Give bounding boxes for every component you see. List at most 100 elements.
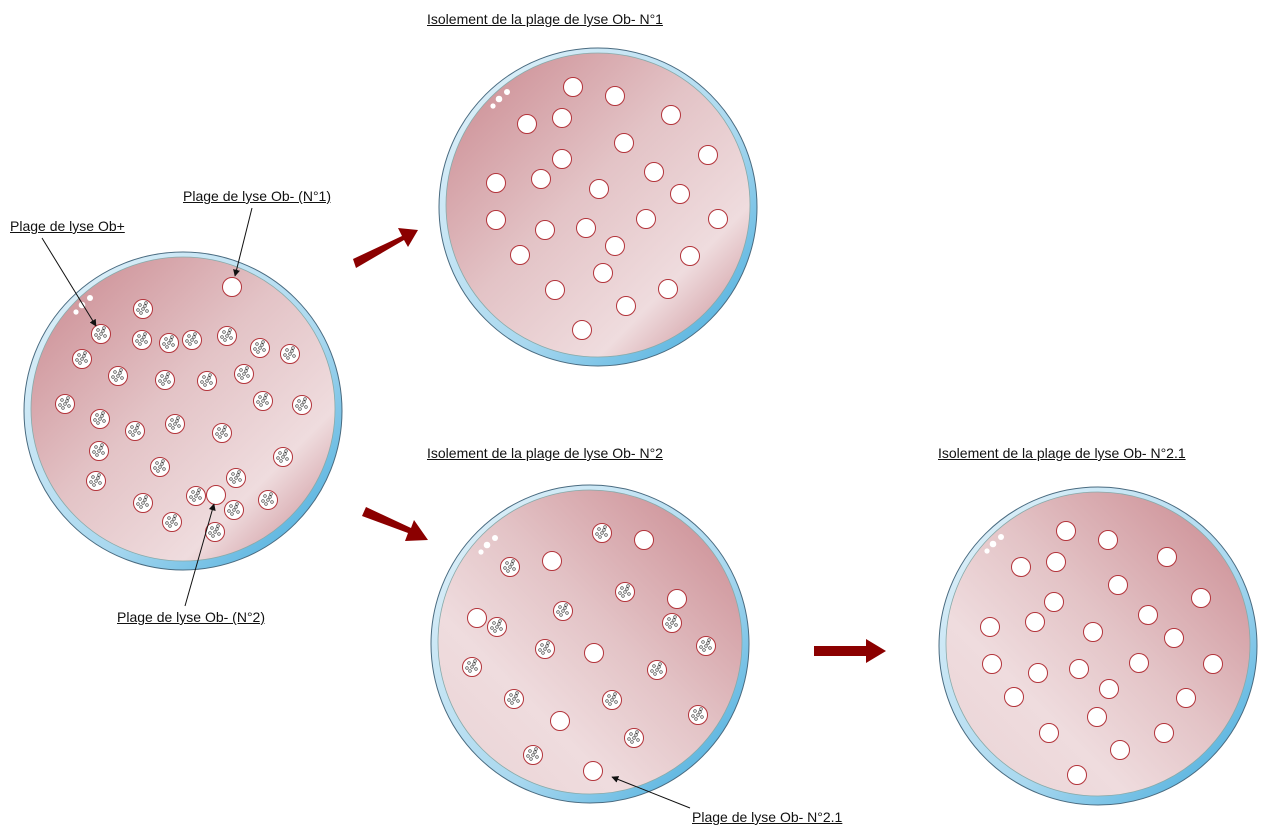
clear-plaque (616, 296, 636, 316)
turbid-plaque (108, 366, 128, 386)
clear-plaque (636, 209, 656, 229)
turbid-plaque (487, 617, 507, 637)
turbid-plaque (647, 660, 667, 680)
turbid-plaque (72, 349, 92, 369)
clear-plaque (1098, 530, 1118, 550)
clear-plaque (1069, 659, 1089, 679)
clear-plaque (1138, 605, 1158, 625)
clear-plaque (1203, 654, 1223, 674)
clear-plaque (1028, 663, 1048, 683)
turbid-plaque (217, 326, 237, 346)
pointer-ob-minus-n2 (184, 503, 216, 607)
clear-plaque (667, 589, 687, 609)
clear-plaque (1108, 575, 1128, 595)
turbid-plaque (523, 745, 543, 765)
clear-plaque (1191, 588, 1211, 608)
turbid-plaque (55, 394, 75, 414)
clear-plaque (467, 608, 487, 628)
clear-plaque (1044, 592, 1064, 612)
turbid-plaque (182, 330, 202, 350)
turbid-plaque (133, 493, 153, 513)
turbid-plaque (125, 421, 145, 441)
turbid-plaque (226, 468, 246, 488)
clear-plaque (980, 617, 1000, 637)
clear-plaque (1110, 740, 1130, 760)
clear-plaque (1004, 687, 1024, 707)
clear-plaque (1176, 688, 1196, 708)
turbid-plaque (86, 471, 106, 491)
turbid-plaque (504, 689, 524, 709)
turbid-plaque (205, 522, 225, 542)
clear-plaque (517, 114, 537, 134)
turbid-plaque (89, 441, 109, 461)
label-ob-minus-n2: Plage de lyse Ob- (N°2) (117, 609, 265, 625)
clear-plaque (550, 711, 570, 731)
turbid-plaque (500, 557, 520, 577)
clear-plaque (584, 643, 604, 663)
clear-plaque (486, 173, 506, 193)
turbid-plaque (90, 409, 110, 429)
turbid-plaque (273, 447, 293, 467)
clear-plaque (680, 246, 700, 266)
turbid-plaque (197, 371, 217, 391)
pointer-ob-plus (41, 237, 97, 327)
label-ob-minus-n2-1: Plage de lyse Ob- N°2.1 (692, 809, 843, 825)
clear-plaque (605, 86, 625, 106)
clear-plaque-ob-minus-n1 (222, 277, 242, 297)
turbid-plaque (133, 299, 153, 319)
turbid-plaque (280, 344, 300, 364)
turbid-plaque (234, 364, 254, 384)
clear-plaque (1039, 723, 1059, 743)
clear-plaque (542, 551, 562, 571)
turbid-plaque (224, 500, 244, 520)
clear-plaque (708, 209, 728, 229)
clear-plaque (1046, 552, 1066, 572)
turbid-plaque (688, 705, 708, 725)
turbid-plaque (292, 395, 312, 415)
arrow-to-dish-n2-1 (814, 639, 886, 663)
turbid-plaque (150, 457, 170, 477)
clear-plaque (510, 245, 530, 265)
clear-plaque (572, 320, 592, 340)
clear-plaque (535, 220, 555, 240)
turbid-plaque (212, 423, 232, 443)
turbid-plaque (662, 613, 682, 633)
turbid-plaque (696, 636, 716, 656)
clear-plaque (634, 530, 654, 550)
clear-plaque (644, 162, 664, 182)
turbid-plaque (462, 657, 482, 677)
clear-plaque (982, 654, 1002, 674)
isolation-dish-n2-1 (938, 486, 1258, 806)
clear-plaque (1067, 765, 1087, 785)
clear-plaque (486, 210, 506, 230)
clear-plaque (661, 105, 681, 125)
clear-plaque (531, 169, 551, 189)
turbid-plaque (155, 370, 175, 390)
clear-plaque (589, 179, 609, 199)
turbid-plaque (553, 601, 573, 621)
clear-plaque (1087, 707, 1107, 727)
title-isolation-n1: Isolement de la plage de lyse Ob- N°1 (427, 11, 663, 27)
clear-plaque (552, 149, 572, 169)
turbid-plaque (91, 324, 111, 344)
pointer-ob-minus-n1 (233, 207, 253, 277)
title-isolation-n2: Isolement de la plage de lyse Ob- N°2 (427, 445, 663, 461)
clear-plaque (1056, 521, 1076, 541)
turbid-plaque (602, 690, 622, 710)
arrow-to-dish-n1 (353, 228, 418, 268)
isolation-dish-n1 (438, 47, 758, 367)
clear-plaque (545, 280, 565, 300)
clear-plaque (1129, 653, 1149, 673)
turbid-plaque (253, 391, 273, 411)
turbid-plaque (624, 728, 644, 748)
clear-plaque (552, 108, 572, 128)
source-petri-dish (23, 251, 343, 571)
label-ob-minus-n1: Plage de lyse Ob- (N°1) (183, 188, 331, 204)
turbid-plaque (162, 512, 182, 532)
turbid-plaque (132, 330, 152, 350)
clear-plaque (563, 77, 583, 97)
clear-plaque (576, 218, 596, 238)
clear-plaque (1099, 679, 1119, 699)
turbid-plaque (159, 333, 179, 353)
